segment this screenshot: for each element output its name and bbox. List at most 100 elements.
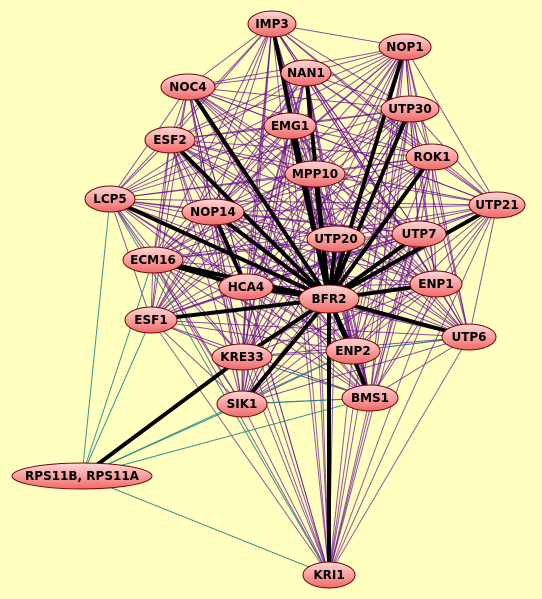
node-nop1[interactable]: NOP1 (378, 33, 432, 61)
node-bfr2[interactable]: BFR2 (298, 284, 360, 314)
edge-MPP10-LCP5 (109, 173, 316, 200)
node-label: UTP20 (314, 232, 357, 246)
edge-ENP2-KRI1 (328, 350, 354, 576)
node-mpp10[interactable]: MPP10 (284, 160, 346, 188)
node-shape (284, 160, 346, 188)
node-shape (124, 306, 178, 334)
node-shape (84, 185, 136, 213)
edge-BMS1-KRI1 (328, 397, 371, 576)
edge-LCP5-ENP2 (109, 198, 354, 352)
node-shape (218, 273, 274, 301)
edge-MPP10-KRE33 (241, 173, 316, 358)
edge-strong-BFR2-UTP30 (327, 108, 412, 300)
edge-RPS11-ESF1 (81, 319, 152, 477)
edge-NOC4-UTP7 (187, 86, 420, 235)
node-rok1[interactable]: ROK1 (405, 143, 459, 171)
edge-UTP30-NOP14 (212, 108, 411, 213)
node-emg1[interactable]: EMG1 (263, 112, 317, 140)
edge-NAN1-UTP21 (305, 72, 498, 206)
edge-RPS11-ENP2 (81, 350, 354, 477)
node-label: SIK1 (227, 397, 258, 411)
node-shape (263, 112, 317, 140)
node-bms1[interactable]: BMS1 (341, 384, 399, 412)
edge-strong-KRE33-RPS11 (80, 355, 244, 478)
node-label: RPS11B, RPS11A (25, 469, 140, 483)
node-layer: IMP3NOP1NAN1NOC4UTP30EMG1ESF2ROK1MPP10LC… (11, 10, 526, 589)
edge-UTP6-SIK1 (241, 336, 470, 405)
edge-ECM16-KRE33 (152, 259, 243, 358)
node-hca4[interactable]: HCA4 (218, 273, 274, 301)
edge-RPS11-LCP5 (81, 198, 111, 477)
edge-IMP3-NOP14 (212, 23, 273, 213)
node-label: ENP1 (418, 277, 453, 291)
edge-NOP14-SIK1 (212, 211, 243, 405)
edge-strong-BFR2-UTP21 (328, 203, 498, 301)
node-shape (468, 191, 526, 219)
node-label: ENP2 (335, 344, 370, 358)
edge-RPS11-BMS1 (81, 397, 371, 477)
node-noc4[interactable]: NOC4 (160, 73, 216, 101)
edge-RPS11-KRI1 (81, 475, 330, 576)
node-label: KRI1 (313, 568, 344, 582)
node-utp20[interactable]: UTP20 (306, 225, 366, 253)
node-utp6[interactable]: UTP6 (441, 323, 497, 351)
node-label: BFR2 (312, 292, 347, 306)
node-enp1[interactable]: ENP1 (409, 270, 463, 298)
edge-ESF1-SIK1 (150, 319, 243, 405)
edge-ECM16-KRI1 (152, 259, 330, 576)
node-imp3[interactable]: IMP3 (247, 10, 297, 38)
node-label: HCA4 (228, 280, 265, 294)
node-label: LCP5 (93, 192, 127, 206)
node-utp30[interactable]: UTP30 (380, 95, 440, 123)
edge-IMP3-ECM16 (152, 23, 273, 261)
node-label: UTP30 (388, 102, 431, 116)
edge-UTP30-LCP5 (109, 108, 411, 200)
edge-EMG1-LCP5 (109, 125, 291, 200)
node-rps11[interactable]: RPS11B, RPS11A (11, 462, 153, 490)
node-kre33[interactable]: KRE33 (211, 343, 273, 371)
node-utp21[interactable]: UTP21 (468, 191, 526, 219)
node-nop14[interactable]: NOP14 (181, 198, 245, 226)
edge-ROK1-UTP6 (431, 156, 470, 338)
node-shape (144, 126, 196, 154)
edge-UTP30-ESF1 (150, 108, 411, 321)
edge-IMP3-SIK1 (241, 23, 273, 405)
edge-layer-strong (80, 23, 498, 575)
node-sik1[interactable]: SIK1 (216, 390, 268, 418)
node-label: ESF2 (153, 133, 186, 147)
node-label: UTP7 (401, 227, 436, 241)
edge-UTP21-BMS1 (369, 204, 498, 399)
edge-SIK1-KRI1 (241, 403, 330, 576)
node-esf1[interactable]: ESF1 (124, 306, 178, 334)
edge-strong-BFR2-ESF2 (168, 138, 331, 301)
edge-UTP30-ENP1 (409, 108, 437, 285)
edge-strong-BFR2-EMG1 (288, 125, 331, 300)
edge-strong-BFR2-LCP5 (109, 197, 330, 301)
node-label: NOP14 (190, 205, 236, 219)
edge-UTP20-ECM16 (152, 238, 337, 261)
node-utp7[interactable]: UTP7 (391, 220, 447, 248)
node-nan1[interactable]: NAN1 (280, 59, 332, 87)
edge-EMG1-UTP21 (289, 125, 498, 206)
node-label: ROK1 (413, 150, 450, 164)
node-label: BMS1 (351, 391, 389, 405)
node-enp2[interactable]: ENP2 (325, 337, 381, 365)
edge-UTP21-KRI1 (328, 204, 498, 576)
edge-IMP3-LCP5 (109, 23, 273, 200)
node-lcp5[interactable]: LCP5 (84, 185, 136, 213)
node-kri1[interactable]: KRI1 (302, 561, 356, 589)
edge-ECM16-BMS1 (152, 259, 371, 399)
node-shape (302, 561, 356, 589)
edge-UTP21-ENP1 (435, 204, 498, 285)
node-shape (405, 143, 459, 171)
edge-NOC4-ESF1 (150, 86, 189, 321)
node-shape (306, 225, 366, 253)
edge-NAN1-NOP14 (212, 72, 307, 213)
node-ecm16[interactable]: ECM16 (122, 246, 184, 274)
node-esf2[interactable]: ESF2 (144, 126, 196, 154)
edge-IMP3-UTP30 (271, 23, 411, 110)
node-shape (280, 59, 332, 87)
edge-LCP5-UTP21 (109, 198, 498, 206)
edge-NAN1-KRI1 (305, 72, 330, 576)
